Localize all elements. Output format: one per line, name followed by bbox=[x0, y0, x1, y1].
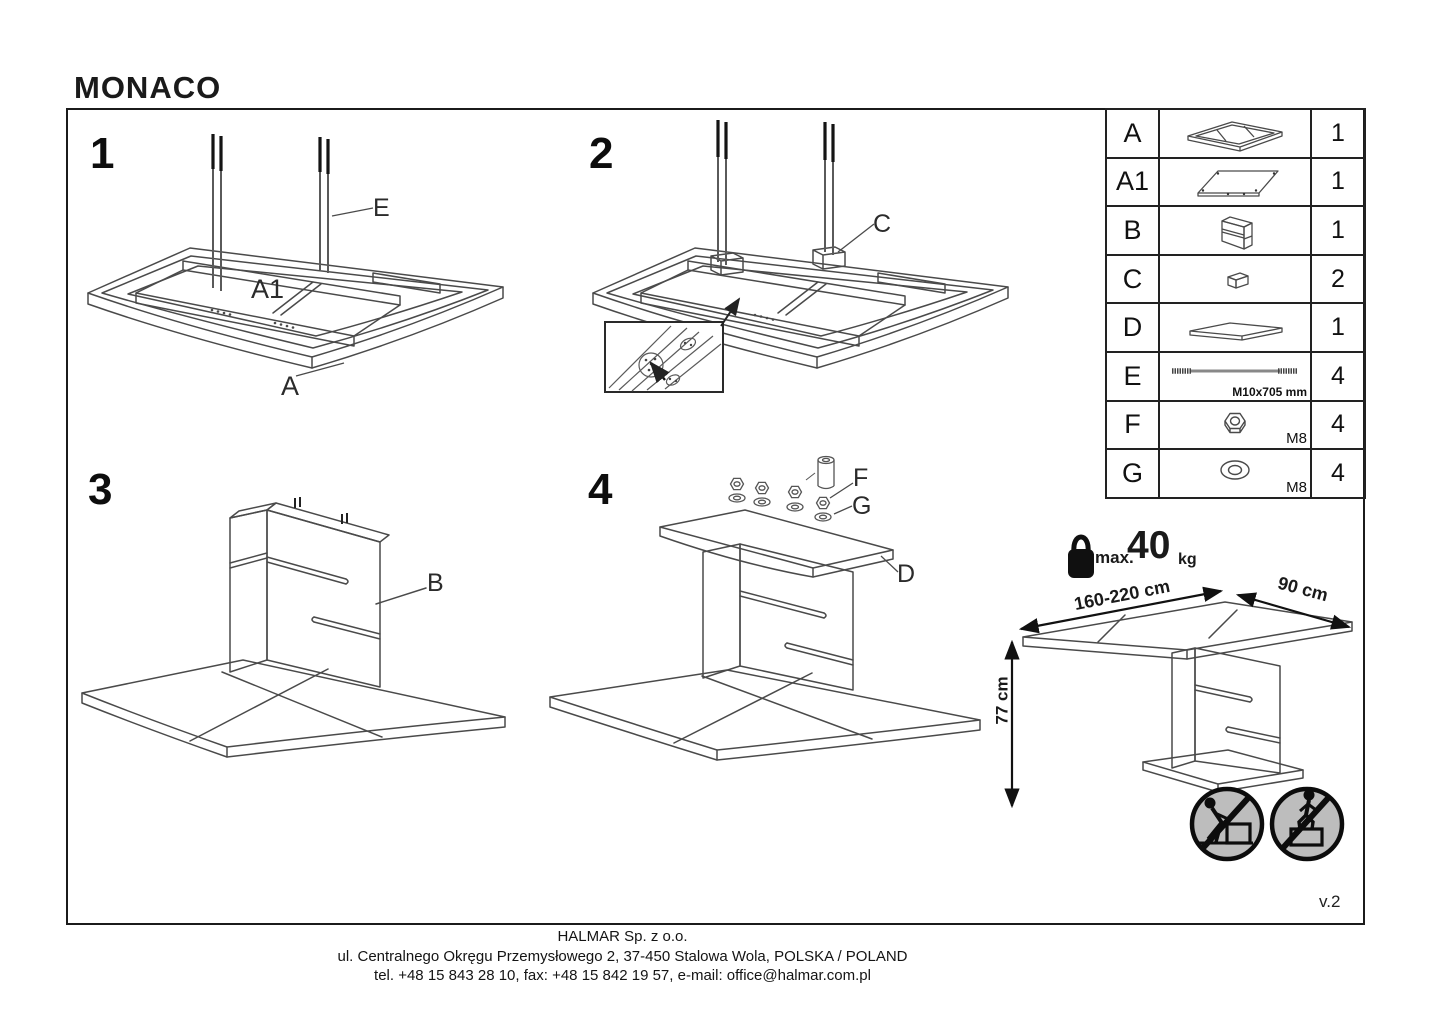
insert-panel-icon bbox=[1197, 170, 1279, 197]
parts-row-A: A 1 bbox=[1105, 108, 1366, 159]
parts-row-F: F M8 4 bbox=[1105, 399, 1366, 451]
step-3: 3 B bbox=[70, 440, 570, 770]
step-1: 1 E A1 A bbox=[70, 112, 570, 442]
width-arrow bbox=[1235, 592, 1352, 630]
step-4: 4 F G D bbox=[540, 440, 1050, 775]
diagram-frame bbox=[66, 108, 1365, 925]
height-dimension: 77 cm bbox=[992, 676, 1012, 725]
version-tag: v.2 bbox=[1319, 892, 1341, 911]
product-title: MONACO bbox=[74, 70, 222, 105]
parts-row-A1: A1 1 bbox=[1105, 156, 1366, 208]
parts-row-C: C 2 bbox=[1105, 253, 1366, 305]
step-2-number: 2 bbox=[589, 129, 614, 178]
part-qty: 1 bbox=[1310, 156, 1366, 208]
part-qty: 2 bbox=[1310, 253, 1366, 305]
step-1-number: 1 bbox=[90, 129, 115, 178]
part-letter: A bbox=[1105, 108, 1160, 159]
part-letter: F bbox=[1105, 399, 1160, 451]
max-load-value: 40 bbox=[1127, 524, 1171, 567]
parts-list-table: A 1 A1 bbox=[1105, 108, 1366, 499]
threaded-rods bbox=[212, 134, 329, 291]
label-nut-F: F bbox=[853, 464, 869, 492]
part-letter: E bbox=[1105, 350, 1160, 402]
part-qty: 4 bbox=[1310, 350, 1366, 402]
fasteners bbox=[728, 455, 835, 522]
base-plate-icon bbox=[1189, 322, 1283, 341]
step-3-drawing bbox=[81, 497, 506, 758]
max-load-unit: kg bbox=[1178, 551, 1197, 568]
max-weight-icon bbox=[1068, 534, 1094, 578]
label-washer-G: G bbox=[852, 492, 872, 520]
parts-row-E: E M10x705 mm 4 bbox=[1105, 350, 1366, 402]
no-standing-on-furniture-icon bbox=[1269, 786, 1345, 862]
label-rod-E: E bbox=[373, 194, 390, 222]
part-spec: M8 bbox=[1286, 478, 1307, 496]
step-1-drawing bbox=[87, 134, 504, 377]
dimensions-block: max. 40 kg 160-220 cm 90 cm 77 cm bbox=[985, 518, 1385, 828]
part-qty: 4 bbox=[1310, 399, 1366, 451]
washer-icon bbox=[1220, 460, 1250, 481]
part-qty: 1 bbox=[1310, 302, 1366, 353]
label-block-C: C bbox=[873, 210, 892, 238]
part-letter: A1 bbox=[1105, 156, 1160, 208]
parts-row-D: D 1 bbox=[1105, 302, 1366, 353]
step-4-number: 4 bbox=[588, 465, 613, 514]
screw-hole-dots bbox=[210, 308, 295, 329]
part-letter: G bbox=[1105, 448, 1160, 499]
label-plate-D: D bbox=[897, 560, 916, 588]
no-pushing-furniture-icon bbox=[1189, 786, 1265, 862]
tabletop-frame-icon bbox=[1187, 121, 1283, 152]
step-2: 2 C bbox=[575, 112, 1075, 447]
nut-icon bbox=[1224, 412, 1246, 434]
company-name: HALMAR Sp. z o.o. bbox=[557, 928, 688, 945]
dimensioned-table-drawing bbox=[1004, 534, 1353, 809]
label-panel-A1: A1 bbox=[251, 274, 285, 304]
label-column-B: B bbox=[427, 569, 444, 597]
company-contact: tel. +48 15 843 28 10, fax: +48 15 842 1… bbox=[374, 967, 871, 984]
pedestal-column-icon bbox=[1221, 216, 1253, 251]
company-address: ul. Centralnego Okręgu Przemysłowego 2, … bbox=[337, 947, 908, 965]
part-letter: B bbox=[1105, 205, 1160, 256]
step-2-drawing bbox=[592, 120, 1009, 393]
part-spec: M10x705 mm bbox=[1232, 384, 1307, 399]
part-qty: 1 bbox=[1310, 205, 1366, 256]
part-spec: M8 bbox=[1286, 430, 1307, 448]
threaded-rods bbox=[717, 120, 834, 265]
part-letter: C bbox=[1105, 253, 1160, 305]
threaded-rod-icon bbox=[1172, 368, 1298, 375]
detail-pointer-arrow bbox=[720, 297, 741, 327]
warning-icons bbox=[1189, 786, 1345, 862]
parts-row-B: B 1 bbox=[1105, 205, 1366, 256]
part-qty: 4 bbox=[1310, 448, 1366, 499]
length-arrow bbox=[1018, 586, 1224, 634]
step-4-drawing bbox=[549, 455, 981, 761]
part-qty: 1 bbox=[1310, 108, 1366, 159]
footer: HALMAR Sp. z o.o. ul. Centralnego Okręgu… bbox=[0, 927, 1245, 986]
spacer-block-icon bbox=[1227, 272, 1249, 289]
max-load-prefix: max. bbox=[1095, 548, 1134, 567]
label-top-A: A bbox=[281, 371, 300, 401]
detail-inset-box bbox=[604, 321, 724, 393]
step-3-number: 3 bbox=[88, 465, 113, 514]
part-letter: D bbox=[1105, 302, 1160, 353]
parts-row-G: G M8 4 bbox=[1105, 448, 1366, 499]
